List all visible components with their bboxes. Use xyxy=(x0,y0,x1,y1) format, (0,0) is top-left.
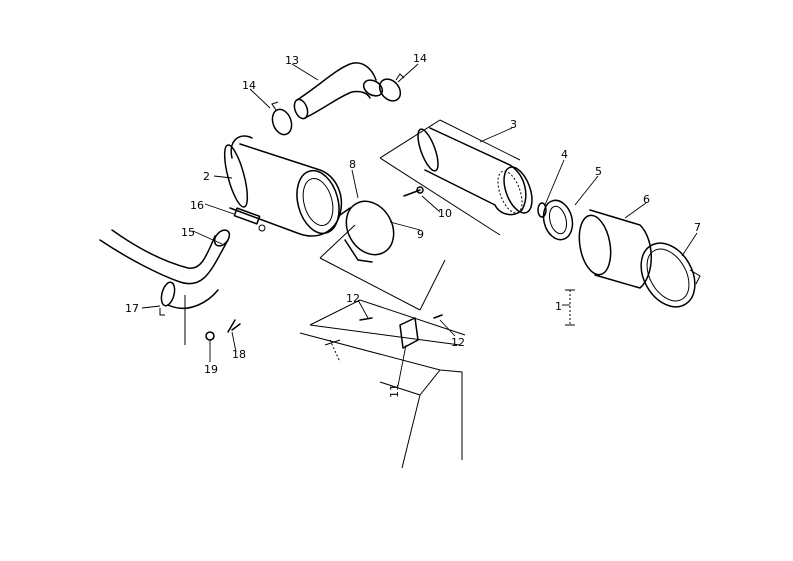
callout-12-right: 12 xyxy=(451,336,465,349)
callout-15: 15 xyxy=(181,226,195,239)
callout-13: 13 xyxy=(285,54,299,67)
callout-2: 2 xyxy=(203,170,210,183)
hose-clamp-lower xyxy=(159,281,176,316)
frame-structure xyxy=(299,299,466,469)
gasket-ring xyxy=(542,199,574,241)
hose-clamp-upper xyxy=(233,207,266,232)
callout-14-right: 14 xyxy=(413,52,427,65)
callout-17: 17 xyxy=(125,302,139,315)
callout-19: 19 xyxy=(204,363,218,376)
mounting-bracket xyxy=(319,200,446,311)
hose-clamp-right xyxy=(378,73,405,102)
hose-clamp-left xyxy=(271,101,293,136)
plate-screws xyxy=(359,314,443,321)
callout-labels: 1 2 3 4 5 6 7 8 9 10 11 12 12 13 14 14 1… xyxy=(125,52,701,398)
callout-9: 9 xyxy=(417,228,424,241)
filter-element xyxy=(379,119,533,236)
callout-11: 11 xyxy=(388,384,401,398)
callout-1: 1 xyxy=(555,300,562,313)
callout-7: 7 xyxy=(694,221,701,234)
leader-lines xyxy=(141,63,698,387)
lower-elbow-hose xyxy=(99,229,231,310)
upper-elbow-hose xyxy=(293,62,384,120)
o-ring-part xyxy=(537,202,547,218)
bracket-bolt xyxy=(403,186,424,197)
callout-16: 16 xyxy=(190,199,204,212)
mounting-plate xyxy=(399,317,419,349)
callout-18: 18 xyxy=(232,348,246,361)
callout-6: 6 xyxy=(643,193,650,206)
callout-8: 8 xyxy=(349,158,356,171)
lower-fasteners xyxy=(184,295,241,345)
callout-14-left: 14 xyxy=(242,79,256,92)
filter-cover xyxy=(578,209,652,289)
air-cleaner-housing xyxy=(223,135,342,237)
callout-4: 4 xyxy=(561,148,568,161)
callout-3: 3 xyxy=(510,118,517,131)
legend-bracket xyxy=(565,289,575,326)
callout-12-left: 12 xyxy=(346,292,360,305)
band-clamp xyxy=(640,242,701,308)
callout-5: 5 xyxy=(595,165,602,178)
callout-10: 10 xyxy=(438,207,452,220)
